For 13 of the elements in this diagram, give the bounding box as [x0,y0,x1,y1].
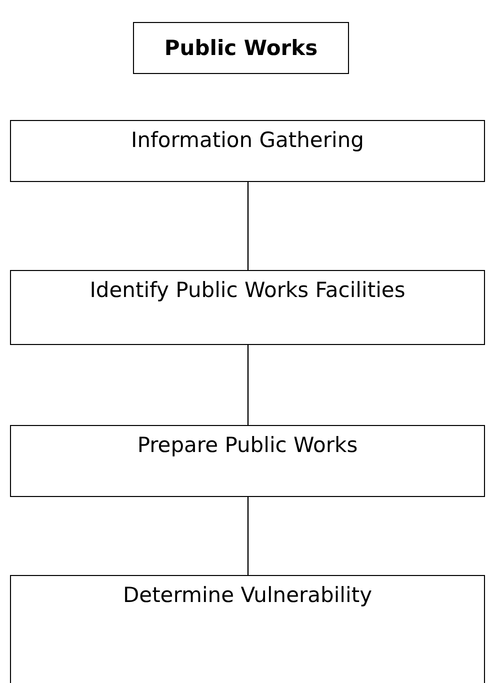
connector-line [247,182,249,270]
box-label: Identify Public Works Facilities [90,277,406,304]
connector-line [247,345,249,425]
process-box [133,22,349,74]
process-box [10,575,485,683]
process-box [10,270,485,345]
box-label: Public Works [164,35,318,62]
process-box [10,425,485,497]
box-label: Determine Vulnerability [122,582,372,608]
process-box [10,120,485,182]
connector-line [247,497,249,575]
box-label: Information Gathering [131,127,364,154]
box-label: Prepare Public Works [137,432,358,458]
